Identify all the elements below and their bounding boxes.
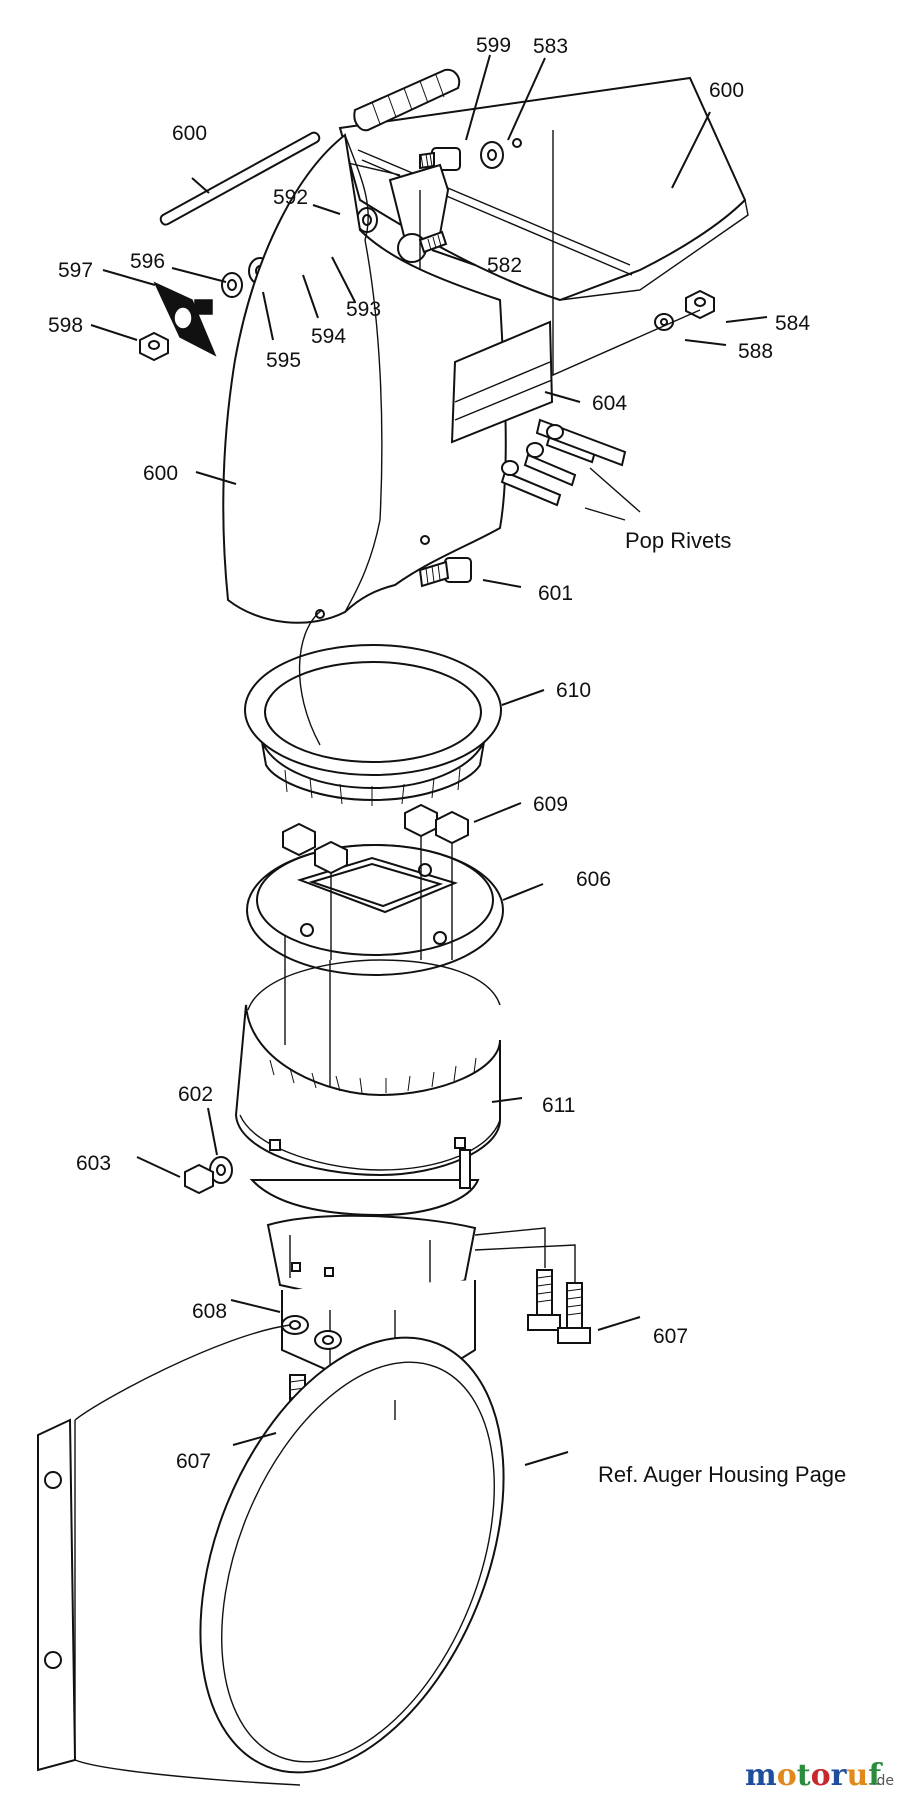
callout-594: 594 <box>311 325 346 348</box>
watermark-letter: o <box>811 1758 831 1793</box>
watermark-letter: t <box>797 1758 811 1793</box>
callout-609: 609 <box>533 793 568 816</box>
callout-606: 606 <box>576 868 611 891</box>
callout-601: 601 <box>538 582 573 605</box>
callout-588: 588 <box>738 340 773 363</box>
ref-auger-housing-label: Ref. Auger Housing Page <box>598 1462 846 1487</box>
callout-593: 593 <box>346 298 381 321</box>
callout-600-chute: 600 <box>143 462 178 485</box>
leader-lines <box>90 54 768 1466</box>
callout-610: 610 <box>556 679 591 702</box>
callout-611: 611 <box>542 1094 575 1117</box>
pop-rivets-label: Pop Rivets <box>625 528 731 553</box>
lower-bracket-drawing <box>37 1214 591 1786</box>
watermark-letter: f <box>868 1758 883 1793</box>
watermark-suffix: .de <box>872 1773 894 1789</box>
upper-chute-drawing <box>222 133 641 624</box>
watermark-letter: r <box>831 1758 848 1793</box>
callout-582: 582 <box>487 254 522 277</box>
callout-600-rod: 600 <box>172 122 207 145</box>
ring-610-drawing <box>244 609 502 806</box>
motoruf-watermark: motoruf .de <box>745 1758 894 1793</box>
callout-602: 602 <box>178 1083 213 1106</box>
callout-597: 597 <box>58 259 93 282</box>
plate-606-drawing <box>246 803 504 1100</box>
callout-607-left: 607 <box>176 1450 211 1473</box>
callout-596: 596 <box>130 250 165 273</box>
watermark-text: motoruf <box>745 1758 883 1793</box>
callout-604: 604 <box>592 392 627 415</box>
watermark-letter: u <box>846 1758 868 1793</box>
watermark-letter: o <box>777 1758 797 1793</box>
callout-603: 603 <box>76 1152 111 1175</box>
callout-583: 583 <box>533 35 568 58</box>
callout-labels: 600 599 583 600 592 596 597 598 582 593 … <box>48 34 846 1487</box>
callout-600-deflector: 600 <box>709 79 744 102</box>
callout-584: 584 <box>775 312 810 335</box>
callout-608: 608 <box>192 1300 227 1323</box>
callout-607-right: 607 <box>653 1325 688 1348</box>
callout-598: 598 <box>48 314 83 337</box>
watermark-letter: m <box>745 1758 777 1793</box>
callout-595: 595 <box>266 349 301 372</box>
gear-ring-611-drawing <box>184 959 501 1217</box>
callout-599: 599 <box>476 34 511 57</box>
chute-deflector-drawing <box>139 68 749 380</box>
callout-592: 592 <box>273 186 308 209</box>
